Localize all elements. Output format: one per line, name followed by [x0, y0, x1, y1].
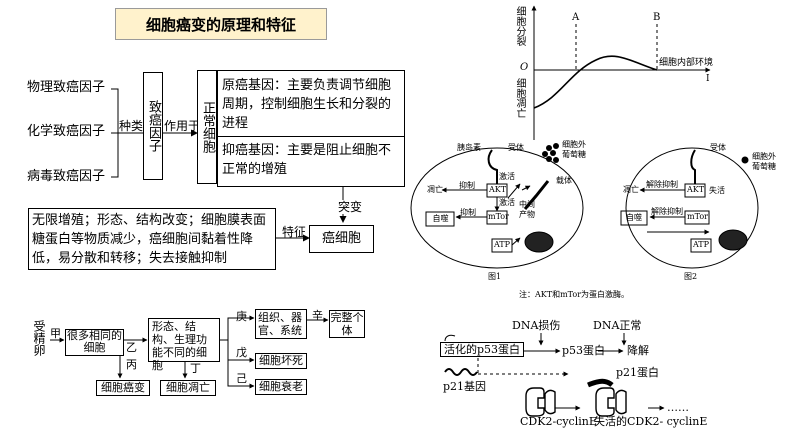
fig1-akt: AKT — [488, 185, 507, 194]
divider — [218, 136, 404, 137]
dev-individual: 完整个体 — [329, 310, 365, 338]
dev-label-geng: 庚 — [236, 310, 247, 323]
fig1-glucose: 细胞外葡萄糖 — [562, 140, 586, 159]
fig1-caption: 图1 — [488, 272, 502, 281]
dev-label-xin: 辛 — [312, 309, 323, 322]
fig2-apoptosis: 凋亡 — [623, 185, 639, 194]
tumor-suppressor-text: 抑癌基因：主要是阻止细胞不正常的增殖 — [222, 143, 392, 177]
fig1-intermediate: 中间产物 — [519, 200, 535, 219]
curve-chart — [531, 5, 711, 140]
fig1-autophagy: 自噬 — [432, 214, 449, 223]
p53-dna-damage: DNA损伤 — [512, 319, 561, 332]
curve-mark-a: A — [572, 12, 580, 23]
factor-physical: 物理致癌因子 — [27, 80, 106, 95]
p53-cdk-shapes — [525, 387, 627, 417]
dev-many-same-cells: 很多相同的细胞 — [65, 329, 124, 356]
fig1-activate-2: 激活 — [499, 198, 515, 207]
p53-protein: p53蛋白 — [562, 344, 606, 357]
fig1-mtor: mTor — [488, 212, 509, 221]
p53-cdk-pair: CDK2-cyclinE — [520, 415, 597, 428]
fig2-mtor: mTor — [687, 212, 708, 221]
fig2-caption: 图2 — [684, 272, 698, 281]
fig2-receptor: 受体 — [710, 143, 726, 152]
dev-label-ding: 丁 — [190, 362, 201, 375]
curve-y-axis-bottom-label: 细胞凋亡 — [514, 78, 525, 118]
label-feature: 特征 — [282, 225, 307, 239]
page-title: 细胞癌变的原理和特征 — [115, 8, 327, 40]
fig1-inhibit-2: 抑制 — [460, 208, 476, 217]
fig1-atp: ATP — [493, 240, 511, 249]
fig1-receptor: 受体 — [508, 143, 524, 152]
factor-viral: 病毒致癌因子 — [27, 169, 106, 184]
label-mutation: 突变 — [338, 200, 363, 214]
p53-activated: 活化的p53蛋白 — [440, 342, 525, 357]
dev-diff-cells: 形态、结构、生理功能不同的细胞 — [148, 318, 220, 372]
fig1-carrier: 载体 — [556, 176, 572, 185]
fig2-atp: ATP — [692, 240, 710, 249]
factor-chemical: 化学致癌因子 — [27, 124, 106, 139]
curve-x-end: I — [706, 74, 710, 84]
dev-aging: 细胞衰老 — [255, 379, 307, 395]
genes-box: 原癌基因：主要负责调节细胞周期，控制细胞生长和分裂的进程 抑癌基因：主要是阻止细… — [217, 70, 405, 187]
fig2-autophagy: 自噬 — [626, 213, 642, 222]
dev-label-ji: 己 — [236, 372, 247, 385]
cancer-cell-box: 癌细胞 — [309, 225, 374, 253]
carcinogen-box: 致癌因子 — [143, 72, 163, 180]
dev-tissue: 组织、器官、系统 — [255, 309, 307, 339]
fig2-shapes — [620, 147, 759, 269]
p53-ellipsis: …… — [667, 401, 689, 414]
curve-origin: O — [520, 62, 529, 73]
features-box: 无限增殖；形态、结构改变；细胞膜表面糖蛋白等物质减少，癌细胞间黏着性降低，易分散… — [28, 208, 276, 270]
dev-cancerous: 细胞癌变 — [96, 380, 150, 396]
fig2-inactive: 失活 — [709, 186, 725, 195]
fig1-shapes — [410, 147, 584, 269]
fig1-insulin: 胰岛素 — [457, 143, 481, 152]
fertilized-egg: 受精卵 — [32, 320, 46, 356]
dev-apoptosis: 细胞凋亡 — [160, 380, 216, 396]
fig2-release-1: 解除抑制 — [646, 180, 678, 189]
fig2-akt: AKT — [686, 185, 705, 194]
fig1-apoptosis: 凋亡 — [427, 185, 443, 194]
fig1-inhibit-1: 抑制 — [459, 181, 475, 190]
curve-y-axis-label: 细胞分裂 — [514, 6, 525, 46]
dev-label-bing: 丙 — [126, 358, 137, 371]
p53-p21-protein: p21蛋白 — [616, 366, 660, 379]
dev-lines — [50, 315, 329, 389]
figure-note: 注：AKT和mTor为蛋白激酶。 — [519, 290, 630, 299]
curve-mark-b: B — [653, 12, 661, 23]
p53-lines — [444, 333, 665, 411]
normal-cell-box: 正常细胞 — [197, 70, 217, 184]
fig1-glucose-dots — [542, 143, 559, 163]
curve-x-axis-label: 细胞内部环境 — [659, 58, 714, 68]
fig2-release-2: 解除抑制 — [651, 207, 683, 216]
label-kind: 种类 — [119, 119, 144, 133]
label-acts-on: 作用于 — [164, 119, 201, 133]
proto-oncogene-text: 原癌基因：主要负责调节细胞周期，控制细胞生长和分裂的进程 — [222, 78, 392, 131]
p53-cdk-inactive: 失活的CDK2- cyclinE — [594, 415, 708, 428]
p53-degrade: 降解 — [627, 344, 649, 357]
dev-label-wu: 戊 — [236, 346, 247, 359]
dev-necrosis: 细胞坏死 — [255, 353, 307, 369]
dev-label-jia: 甲 — [50, 327, 61, 340]
p53-p21-gene: p21基因 — [443, 380, 487, 393]
p53-dna-normal: DNA正常 — [593, 319, 642, 332]
fig2-glucose: 细胞外葡萄糖 — [752, 152, 776, 171]
dev-label-yi: 乙 — [126, 341, 137, 354]
fig1-activate-1: 激活 — [499, 172, 515, 181]
